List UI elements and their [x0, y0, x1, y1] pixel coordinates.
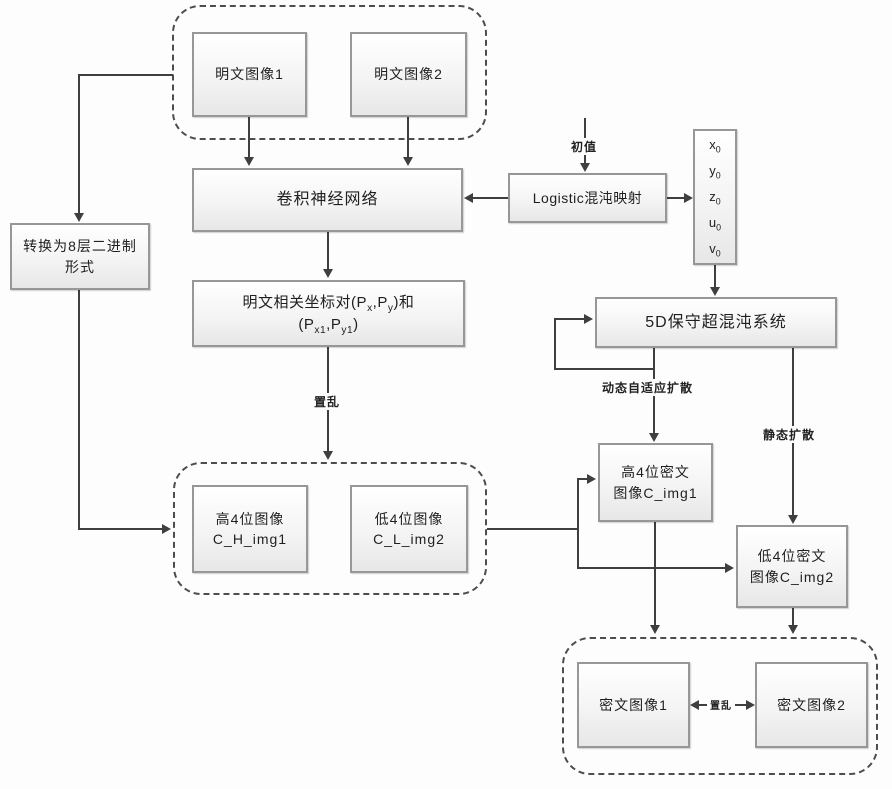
- connector-cipherl-group: [792, 608, 794, 628]
- arrowhead: [403, 157, 413, 166]
- arrowhead: [690, 700, 699, 710]
- arrowhead: [244, 157, 254, 166]
- chaos-5d-label: 5D保守超混沌系统: [645, 313, 787, 331]
- high4-cipher-line2: 图像C_img1: [613, 484, 698, 501]
- logistic-map-node: Logistic混沌映射: [508, 173, 667, 223]
- arrowhead: [464, 193, 473, 203]
- cipher-images-group: [562, 637, 878, 775]
- dynamic-diffusion-label: 动态自适应扩散: [599, 379, 697, 396]
- connector-plain1-cnn: [248, 117, 250, 160]
- plain-image-1-label: 明文图像1: [215, 66, 284, 83]
- param-v0: v0: [709, 241, 721, 259]
- high4-image-line1: 高4位图像: [215, 510, 285, 527]
- arrowhead: [650, 625, 660, 634]
- arrowhead: [788, 515, 798, 524]
- scramble-bottom-label: 置乱: [707, 697, 735, 712]
- binary-convert-label: 转换为8层二进制形式: [23, 238, 137, 275]
- arrowhead: [323, 451, 333, 460]
- connector-group-binary-h: [78, 74, 173, 76]
- low4-cipher-node: 低4位密文 图像C_img2: [736, 525, 848, 608]
- arrowhead: [587, 474, 596, 484]
- connector-plain2-cnn: [407, 117, 409, 160]
- connector-cipherh-group: [654, 522, 656, 627]
- plain-image-1-node: 明文图像1: [192, 32, 307, 117]
- initial-value-label: 初值: [568, 138, 601, 155]
- arrowhead: [710, 287, 720, 296]
- arrowhead: [584, 314, 593, 324]
- arrowhead: [649, 433, 659, 442]
- low4-cipher-line2: 图像C_img2: [749, 568, 835, 585]
- cipher-image-2-label: 密文图像2: [777, 696, 846, 713]
- connector-split-cipherh: [577, 478, 590, 480]
- plain-images-group: [172, 5, 487, 140]
- connector-split-out: [487, 528, 578, 530]
- coord-pairs-node: 明文相关坐标对(Px,Py)和 (Px1,Py1): [192, 280, 465, 347]
- connector-binary-split-h: [78, 528, 165, 530]
- cipher-image-1-label: 密文图像1: [599, 696, 668, 713]
- high4-cipher-line1: 高4位密文: [621, 464, 690, 481]
- arrowhead: [580, 163, 590, 172]
- cipher-image-2-node: 密文图像2: [755, 662, 868, 748]
- cipher-image-1-node: 密文图像1: [577, 662, 690, 748]
- low4-cipher-line1: 低4位密文: [757, 548, 827, 565]
- arrowhead: [725, 563, 734, 573]
- low4-image-node: 低4位图像 C_L_img2: [350, 485, 468, 573]
- connector-5d-loop-bottom: [554, 368, 655, 370]
- coord-pairs-line2: (Px1,Py1): [298, 315, 359, 336]
- scramble-label: 置乱: [311, 393, 344, 410]
- arrowhead: [323, 269, 333, 278]
- plain-image-2-label: 明文图像2: [374, 66, 443, 83]
- cnn-node: 卷积神经网络: [192, 168, 463, 232]
- connector-5d-loop-left: [554, 318, 556, 370]
- logistic-map-label: Logistic混沌映射: [532, 189, 643, 206]
- plain-image-2-node: 明文图像2: [350, 32, 467, 117]
- arrowhead: [162, 524, 171, 534]
- chaos-5d-node: 5D保守超混沌系统: [595, 297, 837, 348]
- high4-cipher-node: 高4位密文 图像C_img1: [598, 443, 713, 522]
- param-x0: x0: [709, 137, 721, 155]
- high4-image-line2: C_H_img1: [212, 531, 288, 547]
- binary-convert-node: 转换为8层二进制形式: [10, 223, 150, 290]
- param-u0: u0: [708, 215, 722, 233]
- high4-image-node: 高4位图像 C_H_img1: [192, 485, 308, 573]
- arrowhead: [684, 193, 693, 203]
- connector-group-binary-v: [78, 74, 80, 215]
- initial-params-node: x0 y0 z0 u0 v0: [693, 129, 737, 265]
- arrowhead: [74, 213, 84, 222]
- param-z0: z0: [709, 189, 721, 207]
- split-images-group: [173, 462, 487, 595]
- coord-pairs-line1: 明文相关坐标对(Px,Py)和: [242, 293, 415, 314]
- low4-image-line1: 低4位图像: [374, 510, 444, 527]
- arrowhead: [788, 625, 798, 634]
- param-y0: y0: [709, 163, 721, 181]
- connector-params-5d: [714, 265, 716, 290]
- static-diffusion-label: 静态扩散: [760, 426, 819, 443]
- connector-cnn-coords: [327, 232, 329, 272]
- connector-split-cipherl: [577, 567, 728, 569]
- connector-binary-split-v: [78, 290, 80, 530]
- connector-split-branch: [577, 478, 579, 569]
- arrowhead: [746, 700, 755, 710]
- cnn-label: 卷积神经网络: [276, 191, 379, 209]
- low4-image-line2: C_L_img2: [373, 531, 445, 547]
- connector-5d-loop-top: [554, 318, 587, 320]
- connector-logistic-params: [667, 197, 687, 199]
- connector-logistic-cnn: [472, 197, 508, 199]
